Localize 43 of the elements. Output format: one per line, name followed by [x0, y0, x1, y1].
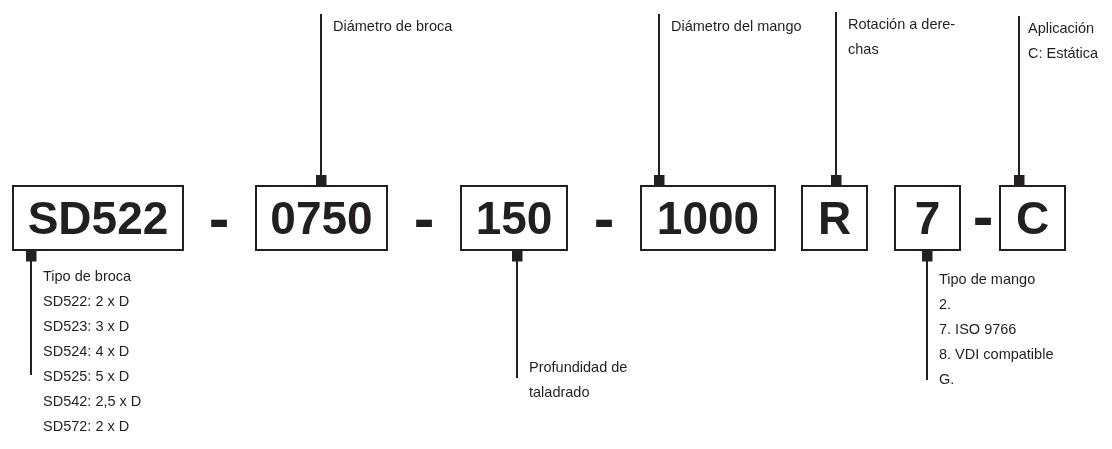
callout-list-item: 8. VDI compatible — [939, 345, 1055, 364]
callout-list-item: SD522: 2 x D — [43, 292, 131, 311]
callout-text: Profundidad de taladrado — [529, 358, 629, 402]
leader-line — [921, 250, 933, 381]
code-segment-text: C — [1015, 195, 1050, 241]
leader-line — [1013, 15, 1025, 186]
callout-list-item: 2. — [939, 295, 953, 314]
separator-dash: - — [208, 186, 230, 249]
separator-dash: - — [972, 184, 994, 247]
leader-line — [830, 11, 842, 186]
code-segment-text: SD522 — [27, 195, 169, 241]
leader-line — [653, 13, 665, 186]
callout-list-item: G. — [939, 370, 956, 389]
code-box — [460, 185, 568, 251]
callout-text: Tipo de mango — [939, 270, 1037, 289]
code-box — [894, 185, 961, 251]
callout-text: Diámetro de broca — [333, 17, 454, 36]
callout-list-item: SD572: 2 x D — [43, 417, 131, 436]
callout-list-item: C: Estática — [1028, 44, 1100, 63]
callout-text: Tipo de broca — [43, 267, 133, 286]
code-box — [12, 185, 184, 251]
code-segment-text: 150 — [475, 195, 553, 241]
separator-dash: - — [593, 186, 615, 249]
code-box — [999, 185, 1066, 251]
callout-list-item: SD542: 2,5 x D — [43, 392, 143, 411]
separator-dash: - — [413, 186, 435, 249]
code-segment-text: 1000 — [656, 195, 760, 241]
leader-line — [315, 13, 327, 186]
code-box — [801, 185, 868, 251]
callout-text: Rotación a dere- chas — [848, 15, 957, 59]
code-box — [640, 185, 776, 251]
callout-list-item: SD523: 3 x D — [43, 317, 131, 336]
code-segment-text: R — [817, 195, 852, 241]
callout-list-item: 7. ISO 9766 — [939, 320, 1018, 339]
callout-list-item: SD525: 5 x D — [43, 367, 131, 386]
code-segment-text: 0750 — [270, 195, 373, 241]
code-segment-text: 7 — [914, 195, 941, 241]
callout-text: Aplicación — [1028, 19, 1096, 38]
leader-line — [511, 250, 523, 379]
callout-text: Diámetro del mango — [671, 17, 803, 36]
code-box — [255, 185, 388, 251]
leader-line — [25, 250, 37, 376]
callout-list-item: SD524: 4 x D — [43, 342, 131, 361]
